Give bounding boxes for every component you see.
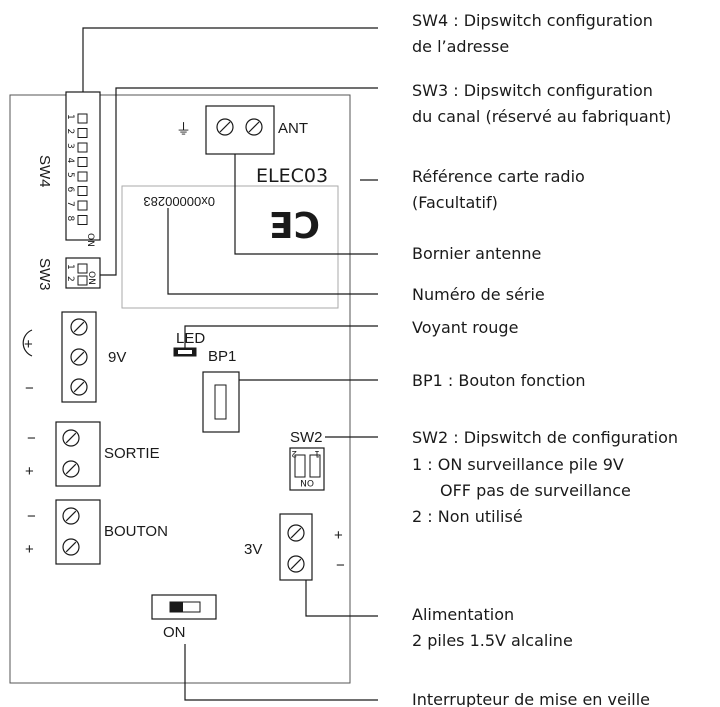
sw4-number-2: 2 [65,129,75,135]
callout-sw4-line1: SW4 : Dipswitch configuration [412,11,653,30]
serial-number: 0x00000283 [143,194,215,209]
bouton-label: BOUTON [104,523,168,540]
sw3-on-label: ON [86,271,96,285]
sw3-number-2: 2 [65,276,75,282]
standby-switch [151,594,217,620]
sw4-number-4: 4 [65,158,75,164]
sw4-switch-6 [77,186,88,196]
callout-led: Voyant rouge [412,318,518,337]
callout-power-line2: 2 piles 1.5V alcaline [412,631,573,650]
terminal-3v [279,513,313,581]
bouton-top-sign: − [27,508,36,525]
callout-sw2-line3: OFF pas de surveillance [440,481,631,500]
terminal-3v-screw-2 [287,555,305,573]
ref-label: ELEC03 [256,165,328,187]
bp1-button [202,371,240,433]
sw2-number-2: 2 [291,448,297,458]
antenna-symbol: ⏚ [176,121,191,138]
terminal-3v-screw-1 [287,524,305,542]
terminal-9v-screw-2 [70,348,88,366]
callout-sw3-line2: du canal (réservé au fabriquant) [412,107,671,126]
terminal-9v-label: 9V [108,349,126,366]
sw2-number-1: 1 [314,448,320,458]
terminal-bouton [55,499,101,565]
callout-sw2-line2: 1 : ON surveillance pile 9V [412,455,624,474]
bouton-bottom-sign: + [25,541,34,558]
terminal-3v-label: 3V [244,541,262,558]
sw4-label: SW4 [36,155,53,188]
radio-card-area [121,185,339,309]
bouton-screw-2 [62,538,80,556]
antenna-terminal [205,105,275,155]
terminal-3v-minus: − [336,557,345,574]
callout-sw4-line2: de l’adresse [412,37,509,56]
sortie-label: SORTIE [104,445,160,462]
callout-bp1: BP1 : Bouton fonction [412,371,586,390]
sw4-number-5: 5 [65,172,75,178]
sortie-screw-1 [62,429,80,447]
terminal-9v-plus: + [24,336,33,353]
sortie-top-sign: − [27,430,36,447]
bouton-screw-1 [62,507,80,525]
sortie-bottom-sign: + [25,463,34,480]
terminal-9v-minus: − [25,380,34,397]
sw2-label: SW2 [290,429,323,446]
sw3-label: SW3 [36,258,53,291]
callout-power-line1: Alimentation [412,605,514,624]
sw3-number-1: 1 [65,264,75,270]
battery-polarity-arc [22,329,33,357]
sw4-number-8: 8 [65,216,75,222]
leader-lines [82,27,378,701]
sw4-number-1: 1 [65,114,75,120]
board-outline [9,94,351,684]
callout-antenna: Bornier antenne [412,244,541,263]
sw4-switch-4 [77,157,88,167]
sw4-switch-7 [77,200,88,211]
sw4-switch-1 [77,113,88,124]
callout-sw3-line1: SW3 : Dipswitch configuration [412,81,653,100]
sw4-switch-2 [77,128,88,138]
callout-ref-line2: (Facultatif) [412,193,498,212]
callout-sw2-line1: SW2 : Dipswitch de configuration [412,428,678,447]
sw4-on-label: ON [85,233,95,247]
sw2-on-label: ON [300,477,314,487]
sw4-number-7: 7 [65,201,75,207]
sw3-switch-1 [77,263,88,274]
sw3-dipswitch: 1 2 ON [65,257,101,289]
sw4-number-6: 6 [65,187,75,193]
terminal-3v-plus: + [334,527,343,544]
terminal-9v [61,311,97,403]
sw2-dipswitch [289,447,325,491]
sortie-screw-2 [62,460,80,478]
sw4-switch-5 [77,171,88,182]
sw4-switch-8 [77,215,88,225]
callout-sw2-line4: 2 : Non utilisé [412,507,523,526]
sw4-number-3: 3 [65,143,75,149]
standby-on-label: ON [163,624,186,641]
bp1-label: BP1 [208,348,236,365]
ce-mark: CE [269,203,320,244]
led-label: LED [176,330,205,347]
callout-standby: Interrupteur de mise en veille [412,690,650,707]
ant-label: ANT [278,120,308,137]
terminal-sortie [55,421,101,487]
sw4-dipswitch: 1 2 3 4 5 6 7 8 ON [65,91,101,247]
sw3-switch-2 [77,275,88,286]
sw4-switch-3 [77,142,88,153]
terminal-9v-screw-1 [70,318,88,336]
callout-serial: Numéro de série [412,285,545,304]
terminal-9v-screw-3 [70,378,88,396]
callout-ref-line1: Référence carte radio [412,167,585,186]
